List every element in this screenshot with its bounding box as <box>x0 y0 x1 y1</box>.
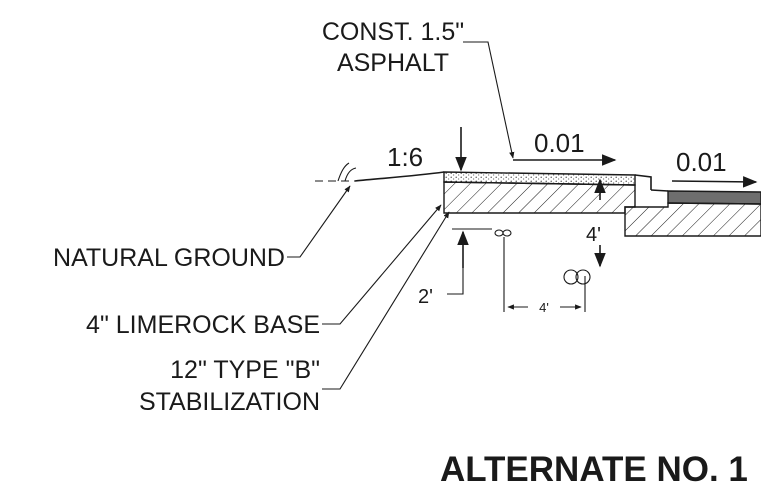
slope-label-right: 0.01 <box>676 147 727 177</box>
asphalt-label-line2: ASPHALT <box>337 49 449 77</box>
dim-2-leader <box>447 268 464 295</box>
stabilization-leader <box>322 211 450 390</box>
pavement-step <box>634 174 652 190</box>
symbol-circle-a <box>494 229 504 237</box>
natural-ground-leader <box>287 185 351 258</box>
stabilization-label-line2: STABILIZATION <box>139 388 320 416</box>
symbol-circle-d <box>575 269 591 285</box>
symbol-circle-c <box>563 269 579 285</box>
stabilization-label-line1: 12" TYPE "B" <box>170 356 320 384</box>
side-slope-label: 1:6 <box>387 142 423 172</box>
side-slope-line <box>354 171 445 182</box>
limerock-base-label: 4" LIMEROCK BASE <box>86 311 320 339</box>
natural-ground-label: NATURAL GROUND <box>53 244 285 272</box>
slope-arrow-right <box>671 176 758 188</box>
limerock-base-layer <box>443 181 636 214</box>
depth-left-label: 2' <box>418 286 433 308</box>
grass-symbol <box>337 162 357 182</box>
existing-surface-line <box>650 189 669 192</box>
drawing-title: ALTERNATE NO. 1 <box>440 450 748 489</box>
asphalt-leader <box>463 41 515 159</box>
limerock-base-leader <box>322 204 442 325</box>
symbol-circle-b <box>502 229 512 237</box>
depth-right-label: 4' <box>586 224 601 246</box>
existing-base-layer <box>624 202 761 237</box>
slope-label-left: 0.01 <box>534 128 585 158</box>
offset-label: 4' <box>539 300 549 315</box>
existing-asphalt <box>667 190 761 205</box>
asphalt-label-line1: CONST. 1.5" <box>322 18 464 46</box>
